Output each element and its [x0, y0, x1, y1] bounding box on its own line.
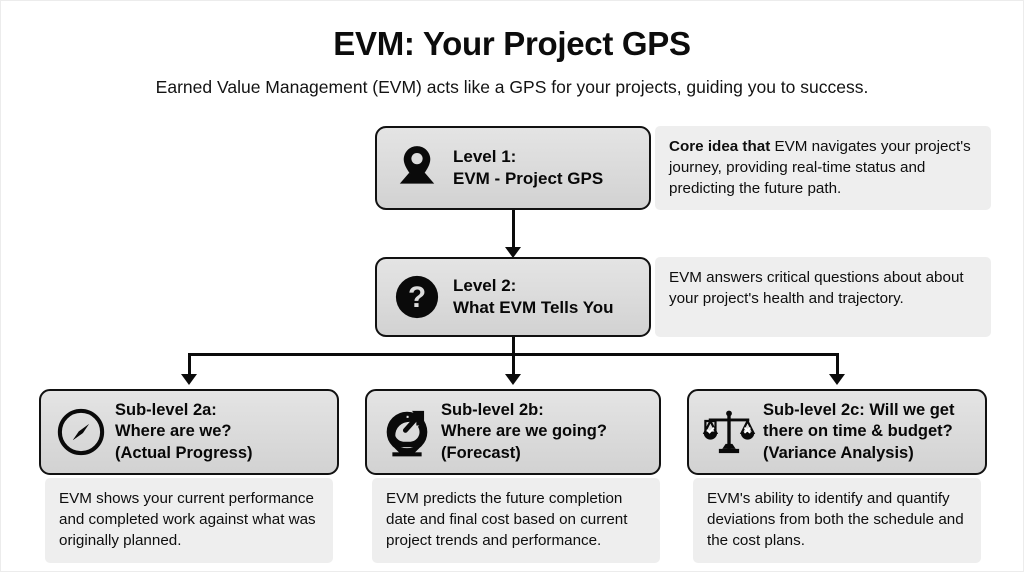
sub-level-2c-line1: Sub-level 2c: Will we get: [763, 400, 955, 419]
connector-level2-stem: [512, 337, 515, 355]
level-1-line2: EVM - Project GPS: [453, 169, 604, 188]
sub-level-2b-label: Sub-level 2b: Where are we going? (Forec…: [441, 400, 607, 464]
sub-level-2c-line3: (Variance Analysis): [763, 443, 914, 462]
map-pin-icon: [389, 140, 445, 196]
sub-level-2c-line2: there on time & budget?: [763, 422, 953, 441]
connector-branch-left: [188, 353, 191, 376]
sub-level-2a-node[interactable]: Sub-level 2a: Where are we? (Actual Prog…: [39, 389, 339, 475]
arrowhead-sub-level-2c: [829, 374, 845, 385]
level-2-description-panel: EVM answers critical questions about abo…: [655, 257, 991, 337]
level-1-description-panel: Core idea that EVM navigates your projec…: [655, 126, 991, 210]
page-subtitle: Earned Value Management (EVM) acts like …: [155, 77, 869, 97]
sub-level-2a-line1: Sub-level 2a:: [115, 400, 217, 419]
sub-level-2c-description-panel: EVM's ability to identify and quantify d…: [693, 478, 981, 563]
sub-level-2a-line3: (Actual Progress): [115, 443, 253, 462]
sub-level-2b-line1: Sub-level 2b:: [441, 400, 544, 419]
arrowhead-sub-level-2b: [505, 374, 521, 385]
sub-level-2b-node[interactable]: Sub-level 2b: Where are we going? (Forec…: [365, 389, 661, 475]
level-2-label: Level 2: What EVM Tells You: [453, 275, 614, 319]
sub-level-2a-line2: Where are we?: [115, 422, 232, 441]
connector-level1-to-level2: [512, 210, 515, 249]
level-1-line1: Level 1:: [453, 147, 517, 167]
sub-level-2b-line3: (Forecast): [441, 443, 521, 462]
connector-branch-right: [836, 353, 839, 376]
sub-level-2c-description-text: EVM's ability to identify and quantify d…: [707, 490, 964, 549]
sub-level-2a-label: Sub-level 2a: Where are we? (Actual Prog…: [115, 400, 253, 464]
level-1-label: Level 1: EVM - Project GPS: [453, 146, 603, 190]
crystal-ball-forecast-icon: [379, 404, 435, 460]
sub-level-2c-node[interactable]: Sub-level 2c: Will we get there on time …: [687, 389, 987, 475]
balance-scale-icon: [701, 404, 757, 460]
level-2-description-rest: EVM answers critical questions about abo…: [669, 269, 964, 307]
compass-icon: [53, 404, 109, 460]
sub-level-2b-line2: Where are we going?: [441, 422, 607, 441]
level-1-description-emphasis: Core idea that: [669, 138, 771, 155]
level-1-node[interactable]: Level 1: EVM - Project GPS: [375, 126, 651, 210]
level-2-line2: What EVM Tells You: [453, 298, 614, 317]
question-mark-circle-icon: ?: [389, 269, 445, 325]
arrowhead-sub-level-2a: [181, 374, 197, 385]
svg-text:?: ?: [408, 281, 426, 314]
sub-level-2b-description-text: EVM predicts the future completion date …: [386, 490, 628, 549]
level-1-description-text: Core idea that EVM navigates your projec…: [669, 137, 977, 200]
level-2-line1: Level 2:: [453, 276, 517, 296]
level-2-node[interactable]: ? Level 2: What EVM Tells You: [375, 257, 651, 337]
sub-level-2a-description-text: EVM shows your current performance and c…: [59, 490, 316, 549]
level-1-description-rest: EVM navigates your project's journey, pr…: [669, 138, 971, 197]
page-title: EVM: Your Project GPS: [333, 25, 691, 62]
sub-level-2c-label: Sub-level 2c: Will we get there on time …: [763, 400, 954, 464]
level-2-description-text: EVM answers critical questions about abo…: [669, 268, 977, 310]
connector-branch-center: [512, 353, 515, 376]
sub-level-2b-description-panel: EVM predicts the future completion date …: [372, 478, 660, 563]
sub-level-2a-description-panel: EVM shows your current performance and c…: [45, 478, 333, 563]
arrowhead-level2: [505, 247, 521, 258]
